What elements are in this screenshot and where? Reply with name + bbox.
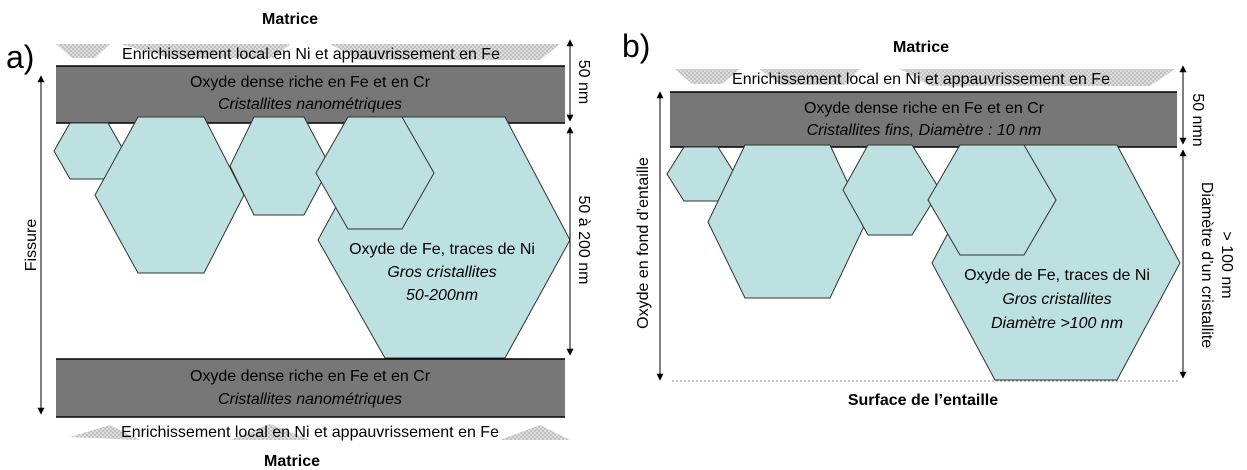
dense-oxide-bottom-line1: Oxyde dense riche en Fe et en Cr <box>190 368 431 385</box>
crystallite-diameter-line2: Diamètre d’un cristallite <box>1198 182 1215 348</box>
enrichment-zone-top <box>56 44 110 58</box>
panel-a: Matrice a) Enrichissement local en Ni et… <box>6 11 592 470</box>
panel-b: b) Matrice Enrichissement local en Ni et… <box>622 28 1235 409</box>
crystallite-hexagon <box>927 144 1057 256</box>
fissure-label: Fissure <box>23 219 40 272</box>
dense-oxide-bottom <box>56 359 565 417</box>
bottom-matrix-label: Matrice <box>264 453 320 470</box>
top-matrix-label: Matrice <box>262 11 318 28</box>
dense-thickness-label: 50 nm <box>575 60 592 104</box>
oxide-depth-label: Oxyde en fond d’entaille <box>635 157 652 329</box>
enrichment-text: Enrichissement local en Ni et appauvriss… <box>732 71 1110 88</box>
dense-oxide-top-line1: Oxyde dense riche en Fe et en Cr <box>190 74 431 91</box>
enrichment-zone <box>675 69 740 84</box>
enrichment-zone-bottom <box>70 425 140 440</box>
enrichment-bottom-text: Enrichissement local en Ni et appauvriss… <box>121 424 499 441</box>
top-matrix-label: Matrice <box>893 39 949 56</box>
fe-oxide-line3: 50-200nm <box>406 287 478 304</box>
crystallite-hexagon <box>229 116 331 216</box>
crystallite-hexagon <box>94 116 245 274</box>
dense-oxide-top <box>56 66 565 123</box>
dense-thickness-label: 50 nmn <box>1189 93 1206 146</box>
crystallite-hexagon <box>842 144 941 236</box>
crystallite-size-label: 50 à 200 nm <box>575 196 592 285</box>
crystallite-hexagon <box>707 144 867 299</box>
panel-a-label: a) <box>6 39 34 75</box>
surface-label: Surface de l’entaille <box>848 392 998 409</box>
dense-oxide-top-line2: Cristallites nanométriques <box>218 96 402 113</box>
panel-b-label: b) <box>622 28 650 64</box>
enrichment-zone-top <box>120 44 290 58</box>
enrichment-zone-bottom <box>230 424 310 440</box>
dense-oxide-line2: Cristallites fins, Diamètre : 10 nm <box>807 122 1042 139</box>
dense-oxide-line1: Oxyde dense riche en Fe et en Cr <box>804 100 1045 117</box>
enrichment-zone-bottom <box>500 425 570 440</box>
enrichment-zone <box>900 69 1175 86</box>
enrichment-top-text: Enrichissement local en Ni et appauvriss… <box>122 46 500 63</box>
dense-oxide <box>670 92 1177 147</box>
enrichment-zone-top <box>330 44 560 60</box>
fe-oxide-line1: Oxyde de Fe, traces de Ni <box>349 241 535 258</box>
crystallite-hexagon <box>315 116 435 230</box>
dense-oxide-bottom-line2: Cristallites nanométriques <box>218 391 402 408</box>
enrichment-zone <box>760 69 860 85</box>
fe-oxide-line1: Oxyde de Fe, traces de Ni <box>964 267 1150 284</box>
fe-oxide-line2: Gros cristallites <box>1002 291 1111 308</box>
fe-oxide-line3: Diamètre >100 nm <box>991 315 1123 332</box>
fe-oxide-line2: Gros cristallites <box>387 264 496 281</box>
crystallite-diameter-line1: > 100 nm <box>1218 231 1235 298</box>
